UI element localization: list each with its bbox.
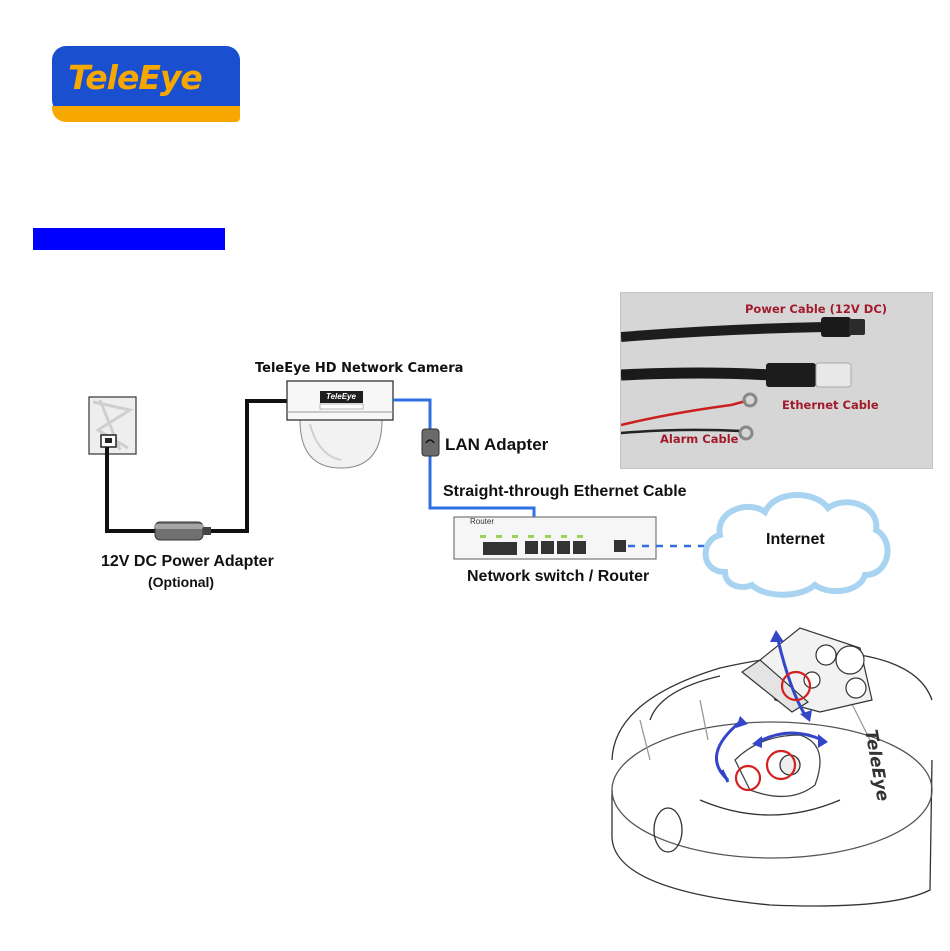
cable-photo: Power Cable (12V DC) Ethernet Cable Alar… — [620, 292, 933, 469]
power-adapter-label: 12V DC Power Adapter — [101, 553, 274, 571]
optional-label: (Optional) — [148, 574, 214, 590]
switch-router-label: Network switch / Router — [467, 568, 649, 586]
internet-label: Internet — [766, 531, 825, 549]
lan-adapter-label: LAN Adapter — [445, 435, 548, 455]
power-adapter-icon — [155, 522, 211, 540]
photo-power-cable-label: Power Cable (12V DC) — [745, 302, 887, 316]
camera-badge: TeleEye — [326, 392, 356, 401]
camera-title: TeleEye HD Network Camera — [255, 361, 463, 376]
lan-adapter-icon — [422, 429, 439, 456]
wall-power-outlet — [89, 397, 136, 454]
router-tag: Router — [470, 517, 494, 526]
ethernet-cable-label: Straight-through Ethernet Cable — [443, 483, 687, 501]
photo-alarm-cable-label: Alarm Cable — [660, 432, 738, 446]
camera-gimbal-drawing — [742, 628, 872, 712]
network-cable-upper — [393, 400, 430, 430]
photo-ethernet-cable-label: Ethernet Cable — [782, 398, 879, 412]
